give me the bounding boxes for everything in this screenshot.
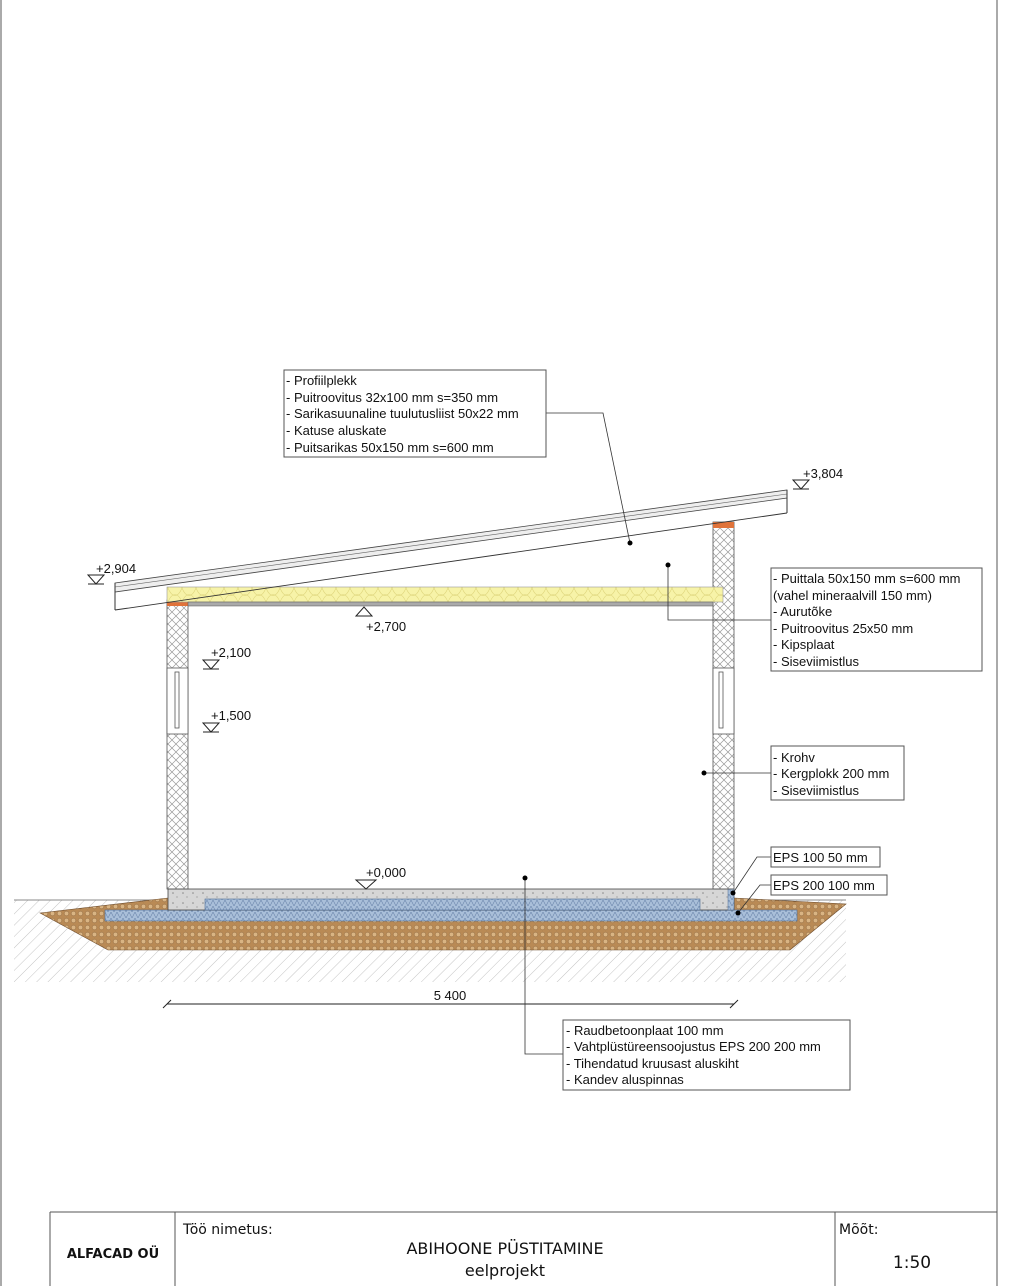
callout-line: - Krohv [773,750,815,765]
level-marker-floor: +0,000 [354,865,406,890]
right-window-frame [718,671,724,729]
leader-dots [522,540,741,916]
company-name: ALFACAD OÜ [67,1246,159,1262]
scale-value: 1:50 [893,1253,931,1273]
callout-line: - Sarikasuunaline tuulutusliist 50x22 mm [286,406,519,421]
roof-batten-line [114,493,788,588]
callout-line: - Profiilplekk [286,373,357,388]
roof-rafter-bottom [114,512,788,611]
callout-wall: - Krohv - Kergplokk 200 mm - Siseviimist… [770,745,905,801]
callout-line: - Puitsarikas 50x150 mm s=600 mm [286,440,494,455]
level-text: +2,700 [366,619,406,634]
scale-label: Mõõt: [839,1222,878,1238]
left-wall-cap [167,600,188,606]
callout-line: - Katuse aluskate [286,423,386,438]
callout-line: - Aurutõke [773,604,832,619]
right-window [712,667,735,735]
eps-200-layer [104,909,798,922]
level-marker-window-top: +2,100 [201,645,251,670]
callout-line: - Puitroovitus 25x50 mm [773,621,913,636]
level-text: +2,100 [211,645,251,660]
callout-line: - Raudbetoonplaat 100 mm [566,1023,724,1038]
dimension-text: 5 400 [434,988,467,1003]
callout-floor: - Raudbetoonplaat 100 mm - Vahtplüstüree… [562,1019,851,1091]
level-marker-roof-low: +2,904 [86,561,136,585]
left-window-frame [174,671,180,729]
callout-line: - Vahtplüstüreensoojustus EPS 200 200 mm [566,1039,821,1054]
callout-eps200: EPS 200 100 mm [770,874,888,896]
callout-line: - Kergplokk 200 mm [773,766,889,781]
ceiling-board [187,601,714,607]
callout-line: - Kipsplaat [773,637,835,652]
left-wall [166,599,189,890]
ceiling-insulation [166,586,724,603]
level-text: +0,000 [366,865,406,880]
level-text: +1,500 [211,708,251,723]
level-text: +2,904 [96,561,136,576]
callout-line: - Siseviimistlus [773,783,859,798]
callout-line: - Puittala 50x150 mm s=600 mm [773,571,961,586]
callout-line: - Kandev aluspinnas [566,1072,684,1087]
callout-line: - Puitroovitus 32x100 mm s=350 mm [286,390,498,405]
project-subtitle: eelprojekt [465,1261,545,1280]
level-marker-roof-high: +3,804 [791,466,843,490]
callout-line: - Tihendatud kruusast aluskiht [566,1056,739,1071]
callout-line: (vahel mineraalvill 150 mm) [773,588,932,603]
right-wall-cap [713,522,734,528]
title-block: ALFACAD OÜ Töö nimetus: ABIHOONE PÜSTITA… [49,1211,997,1286]
callout-eps100: EPS 100 50 mm [770,846,881,868]
callout-line: - Siseviimistlus [773,654,859,669]
work-label: Töö nimetus: [182,1222,273,1238]
project-title: ABIHOONE PÜSTITAMINE [406,1239,603,1258]
dimension-width: 5 400 [162,988,739,1009]
level-marker-ceiling: +2,700 [354,606,406,634]
leader-lines [524,412,773,1055]
level-text: +3,804 [803,466,843,481]
callout-roof: - Profiilplekk - Puitroovitus 32x100 mm … [283,369,547,458]
roof-sheeting [114,489,788,593]
callout-line: EPS 200 100 mm [773,878,875,893]
callout-line: EPS 100 50 mm [773,850,868,865]
level-marker-window-bottom: +1,500 [201,708,251,733]
callout-ceiling: - Puittala 50x150 mm s=600 mm (vahel min… [770,567,983,672]
eps-under-slab [204,898,701,911]
